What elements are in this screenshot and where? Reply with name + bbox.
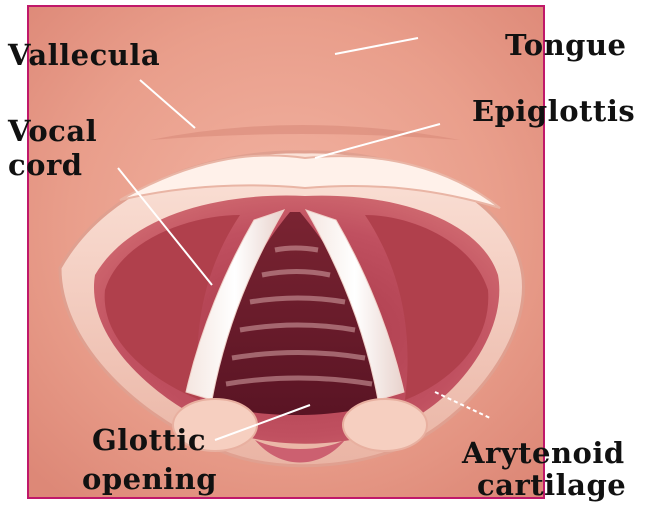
- label-vocal-line2: cord: [8, 150, 83, 181]
- label-epiglottis: Epiglottis: [472, 96, 635, 127]
- label-glottic-line2: opening: [82, 464, 217, 495]
- label-arytenoid-line2: cartilage: [477, 470, 626, 501]
- label-vocal-line1: Vocal: [8, 116, 97, 147]
- label-tongue: Tongue: [505, 30, 627, 61]
- label-arytenoid-line1: Arytenoid: [462, 438, 625, 469]
- label-vallecula: Vallecula: [8, 40, 160, 71]
- label-glottic-line1: Glottic: [92, 425, 206, 456]
- arytenoid-right: [343, 399, 427, 451]
